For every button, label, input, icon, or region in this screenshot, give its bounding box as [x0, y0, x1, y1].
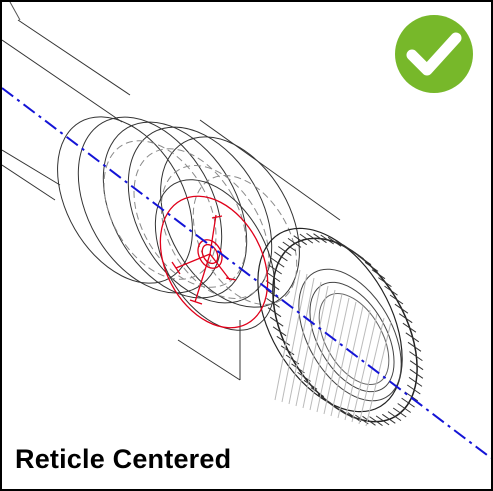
knurl-ridge — [394, 303, 409, 314]
bore-hatch — [351, 313, 378, 423]
bore-hatch — [316, 293, 343, 413]
knurl-ridge — [266, 297, 280, 308]
knurl-ridge — [392, 407, 407, 418]
knurl-ridge — [375, 415, 390, 426]
knurl-ridge — [272, 326, 287, 337]
knurl-ridge — [340, 408, 354, 419]
knurl-ridge — [355, 414, 369, 425]
knurl-ridge — [325, 399, 339, 410]
knurl-ridge — [362, 415, 376, 426]
bore-hatch — [344, 309, 371, 421]
knurl-ridge — [409, 368, 424, 379]
knurl-ridge — [369, 416, 383, 427]
knurl-ridge — [287, 237, 302, 248]
knurl-ridge — [347, 412, 362, 423]
knurl-ridge — [405, 332, 420, 343]
knurl-ridge — [282, 241, 297, 252]
knurl-ridge — [276, 335, 291, 346]
bore-hatch — [281, 273, 308, 403]
knurl-ridge — [310, 387, 325, 398]
knurl-ridge — [401, 397, 415, 408]
knurl-ridge — [320, 234, 334, 245]
center-axis-line — [2, 87, 491, 459]
knurl-ridge — [409, 351, 423, 362]
knurl-ridge — [382, 413, 396, 424]
knurl-ridge — [407, 384, 421, 395]
knurl-ridge — [384, 285, 398, 296]
knurl-ridge — [267, 307, 282, 318]
knurl-ridge — [306, 232, 320, 243]
reticle — [159, 195, 269, 329]
status-caption: Reticle Centered — [15, 444, 232, 474]
knurl-ridge — [270, 257, 285, 268]
bore-hatch — [330, 301, 357, 417]
knurl-ridge — [364, 261, 379, 272]
knurl-ridge — [335, 240, 349, 251]
bore-hatch — [288, 277, 315, 405]
bore-hatch — [295, 281, 322, 407]
knurl-ridge — [299, 233, 314, 244]
knurl-ridge — [387, 411, 402, 422]
knurl-ridge — [293, 235, 307, 246]
knurl-ridge — [357, 255, 372, 266]
knurl-ridge — [378, 277, 392, 288]
knurl-ridge — [398, 313, 413, 324]
knurl-ridge — [291, 363, 305, 374]
knurl-ridge — [408, 376, 423, 387]
knurl-ridge — [268, 264, 282, 275]
knurl-ridge — [278, 246, 292, 256]
barrel — [154, 119, 341, 381]
knurled-nut — [257, 227, 424, 427]
bore-hatch — [302, 285, 329, 409]
knurl-ridge — [313, 233, 327, 244]
tube-body — [2, 2, 131, 201]
bore-hatch — [323, 297, 350, 415]
knurl-ridge — [327, 236, 342, 247]
knurl-ridge — [409, 360, 424, 371]
knurl-ridge — [371, 269, 386, 280]
knurl-ridge — [389, 294, 404, 305]
knurl-ridge — [407, 341, 422, 352]
knurl-ridge — [397, 403, 411, 413]
bore-hatch — [309, 289, 336, 411]
bore-hatch — [358, 317, 385, 425]
checkmark-icon — [395, 15, 473, 93]
hidden-lines — [103, 140, 298, 305]
knurl-ridge — [274, 251, 288, 262]
knurl-ridge — [402, 322, 417, 333]
knurl-ridge — [269, 316, 284, 327]
bore-hatch — [274, 269, 301, 401]
bore-hatch — [337, 305, 364, 419]
knurl-ridge — [350, 249, 364, 260]
knurl-ridge — [266, 272, 281, 283]
